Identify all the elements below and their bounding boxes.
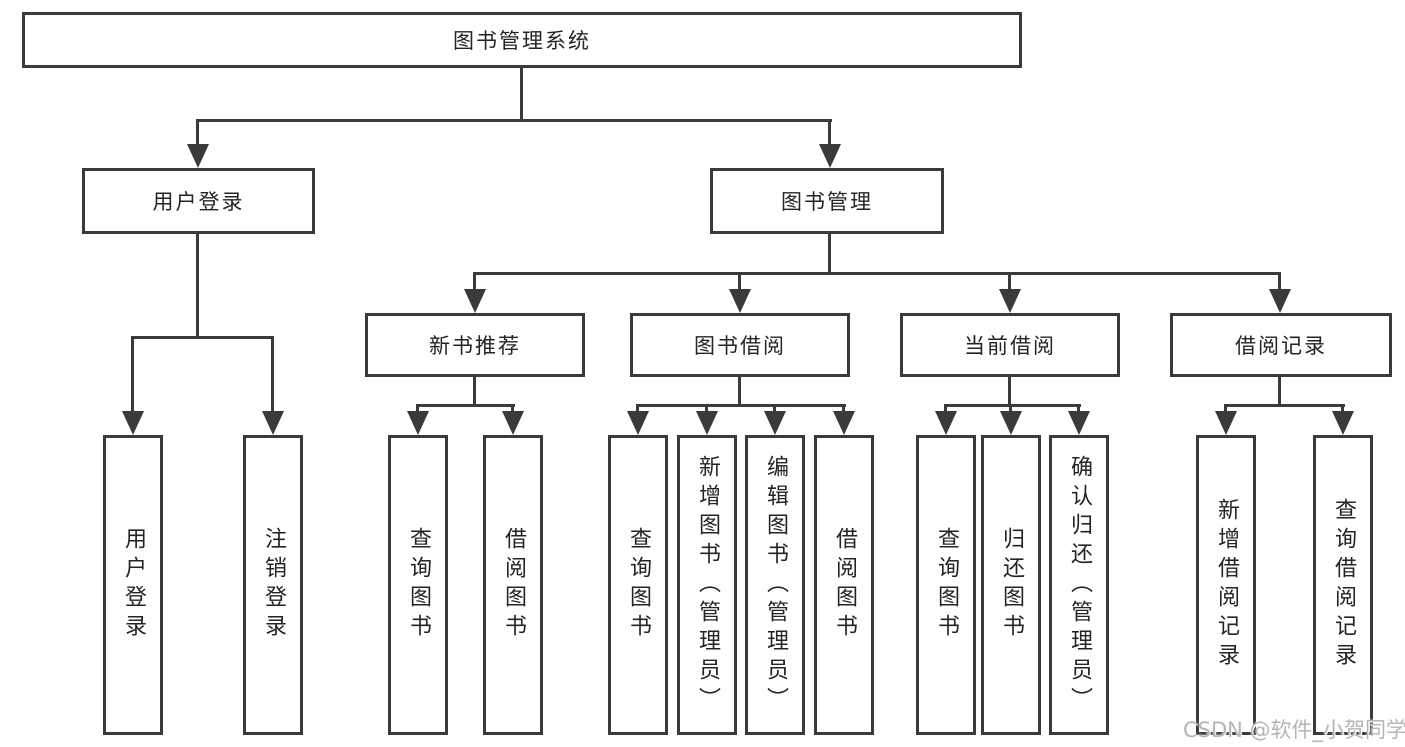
- arrow-down-icon: [1068, 411, 1090, 435]
- arrow-down-icon: [696, 411, 718, 435]
- leaf-add-borrow-record: 新增借阅记录: [1196, 435, 1256, 735]
- edge-book-management-stem: [828, 234, 831, 274]
- edge-level3-hline: [473, 272, 1281, 275]
- leaf-query-books-borrow: 查询图书: [608, 435, 668, 735]
- arrow-down-icon: [1215, 411, 1237, 435]
- leaf-borrow-books-label: 借阅图书: [832, 527, 857, 643]
- arrow-down-icon: [464, 289, 486, 313]
- leaf-confirm-return-admin-label: 确认归还（管理员）: [1067, 454, 1092, 716]
- leaf-borrow-books-recommend-label: 借阅图书: [501, 527, 526, 643]
- arrow-down-icon: [1332, 411, 1354, 435]
- edge-book-borrowing-stem: [738, 377, 741, 406]
- edge-stem-leaf: [511, 404, 514, 413]
- edge-stem-leaf: [131, 336, 134, 413]
- node-book-management: 图书管理: [710, 168, 944, 234]
- edge-level1-hline: [196, 119, 832, 122]
- csdn-watermark: CSDN @软件_小贺同学: [1183, 718, 1405, 742]
- leaf-add-borrow-record-label: 新增借阅记录: [1214, 498, 1239, 672]
- edge-stem-new-book: [473, 272, 476, 292]
- node-new-book-recommendation: 新书推荐: [365, 313, 585, 377]
- arrow-down-icon: [935, 411, 957, 435]
- edge-current-borrowing-hline: [944, 404, 1081, 407]
- arrow-down-icon: [1000, 411, 1022, 435]
- node-borrowing-records: 借阅记录: [1170, 313, 1392, 377]
- leaf-query-borrow-record-label: 查询借阅记录: [1331, 498, 1356, 672]
- arrow-down-icon: [999, 289, 1021, 313]
- node-book-borrowing: 图书借阅: [630, 313, 850, 377]
- edge-stem-book-borrowing: [738, 272, 741, 292]
- edge-stem-borrowing-records: [1278, 272, 1281, 292]
- edge-user-login-stem: [196, 234, 199, 338]
- leaf-add-books-admin: 新增图书（管理员）: [677, 435, 737, 735]
- edge-stem-leaf: [842, 404, 845, 413]
- leaf-edit-books-admin: 编辑图书（管理员）: [745, 435, 805, 735]
- leaf-user-login-label: 用户登录: [121, 527, 146, 643]
- edge-stem-current-borrowing: [1008, 272, 1011, 292]
- leaf-user-login: 用户登录: [103, 435, 163, 735]
- edge-stem-leaf: [271, 336, 274, 413]
- leaf-logout: 注销登录: [243, 435, 303, 735]
- edge-user-login-hline: [131, 336, 273, 339]
- edge-stem-user-login: [196, 119, 199, 147]
- leaf-query-books-current: 查询图书: [916, 435, 976, 735]
- arrow-down-icon: [502, 411, 524, 435]
- edge-stem-leaf: [1077, 404, 1080, 413]
- edge-stem-leaf: [1009, 404, 1012, 413]
- leaf-edit-books-admin-label: 编辑图书（管理员）: [763, 454, 788, 716]
- edge-stem-leaf: [705, 404, 708, 413]
- node-root-label: 图书管理系统: [453, 29, 591, 53]
- arrow-down-icon: [407, 411, 429, 435]
- leaf-query-borrow-record: 查询借阅记录: [1313, 435, 1373, 735]
- edge-borrowing-records-hline: [1224, 404, 1345, 407]
- arrow-down-icon: [1269, 289, 1291, 313]
- node-current-borrowing: 当前借阅: [900, 313, 1120, 377]
- arrow-down-icon: [819, 144, 841, 168]
- leaf-return-books-label: 归还图书: [999, 527, 1024, 643]
- edge-book-borrowing-hline: [636, 404, 846, 407]
- arrow-down-icon: [764, 411, 786, 435]
- leaf-query-books-borrow-label: 查询图书: [626, 527, 651, 643]
- leaf-return-books: 归还图书: [981, 435, 1041, 735]
- node-book-management-label: 图书管理: [781, 190, 873, 214]
- node-new-book-recommendation-label: 新书推荐: [429, 334, 521, 358]
- leaf-borrow-books: 借阅图书: [814, 435, 874, 735]
- edge-stem-leaf: [944, 404, 947, 413]
- leaf-borrow-books-recommend: 借阅图书: [483, 435, 543, 735]
- leaf-query-books-current-label: 查询图书: [934, 527, 959, 643]
- node-borrowing-records-label: 借阅记录: [1235, 334, 1327, 358]
- edge-stem-leaf: [636, 404, 639, 413]
- arrow-down-icon: [262, 411, 284, 435]
- edge-stem-leaf: [773, 404, 776, 413]
- node-book-borrowing-label: 图书借阅: [694, 334, 786, 358]
- edge-root-stem: [520, 68, 523, 122]
- arrow-down-icon: [729, 289, 751, 313]
- arrow-down-icon: [833, 411, 855, 435]
- node-root: 图书管理系统: [22, 12, 1022, 68]
- arrow-down-icon: [627, 411, 649, 435]
- edge-stem-leaf: [1224, 404, 1227, 413]
- node-user-login-label: 用户登录: [152, 190, 245, 214]
- edge-current-borrowing-stem: [1008, 377, 1011, 406]
- node-current-borrowing-label: 当前借阅: [964, 334, 1056, 358]
- leaf-confirm-return-admin: 确认归还（管理员）: [1049, 435, 1109, 735]
- leaf-query-books-recommend: 查询图书: [388, 435, 448, 735]
- arrow-down-icon: [122, 411, 144, 435]
- edge-new-book-stem: [473, 377, 476, 406]
- leaf-query-books-recommend-label: 查询图书: [406, 527, 431, 643]
- edge-new-book-hline: [416, 404, 515, 407]
- edge-stem-leaf: [1341, 404, 1344, 413]
- leaf-add-books-admin-label: 新增图书（管理员）: [695, 454, 720, 716]
- arrow-down-icon: [187, 144, 209, 168]
- leaf-logout-label: 注销登录: [261, 527, 286, 643]
- edge-stem-leaf: [416, 404, 419, 413]
- node-user-login: 用户登录: [82, 168, 315, 234]
- edge-stem-book-management: [828, 119, 831, 147]
- edge-borrowing-records-stem: [1278, 377, 1281, 406]
